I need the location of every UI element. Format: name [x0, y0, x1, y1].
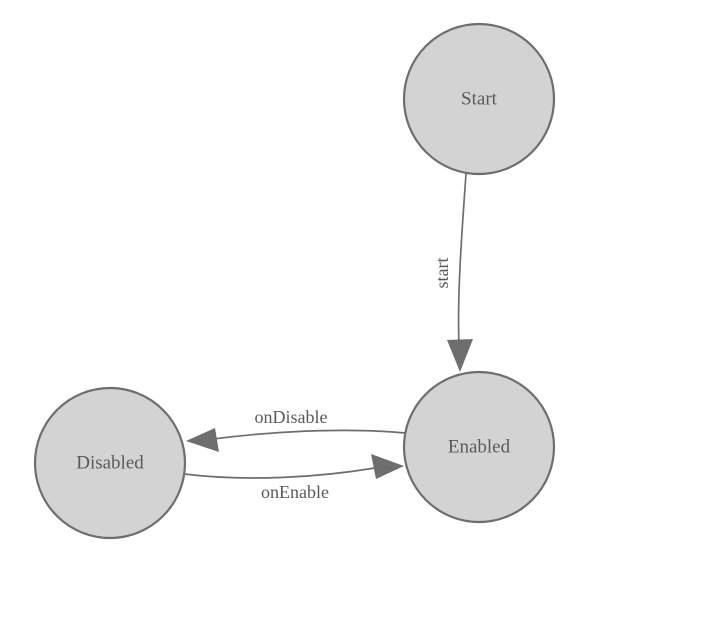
edge-path-enabled-to-disabled — [204, 429, 406, 441]
edge-enabled-to-disabled[interactable]: onDisable — [186, 407, 406, 452]
state-circle-disabled — [33, 386, 187, 540]
edge-disabled-to-enabled[interactable]: onEnable — [183, 454, 404, 502]
state-label-disabled: Disabled — [76, 452, 144, 473]
edge-label-on-disable: onDisable — [255, 407, 328, 427]
state-node-disabled[interactable]: Disabled — [33, 386, 187, 540]
state-label-enabled: Enabled — [448, 436, 511, 457]
edge-label-start: start — [432, 258, 452, 289]
state-circle-start — [402, 22, 556, 176]
edge-path-start-to-enabled — [457, 173, 467, 345]
state-circle-enabled — [402, 370, 556, 524]
edge-label-on-enable: onEnable — [261, 482, 329, 502]
state-node-start[interactable]: Start — [402, 22, 556, 176]
state-node-enabled[interactable]: Enabled — [402, 370, 556, 524]
arrowhead-enabled-to-disabled — [186, 428, 219, 452]
edge-start-to-enabled[interactable]: start — [432, 173, 473, 372]
arrowhead-start-to-enabled — [447, 339, 473, 372]
edge-path-disabled-to-enabled — [183, 467, 376, 479]
state-label-start: Start — [461, 88, 498, 109]
arrowhead-disabled-to-enabled — [371, 454, 404, 479]
